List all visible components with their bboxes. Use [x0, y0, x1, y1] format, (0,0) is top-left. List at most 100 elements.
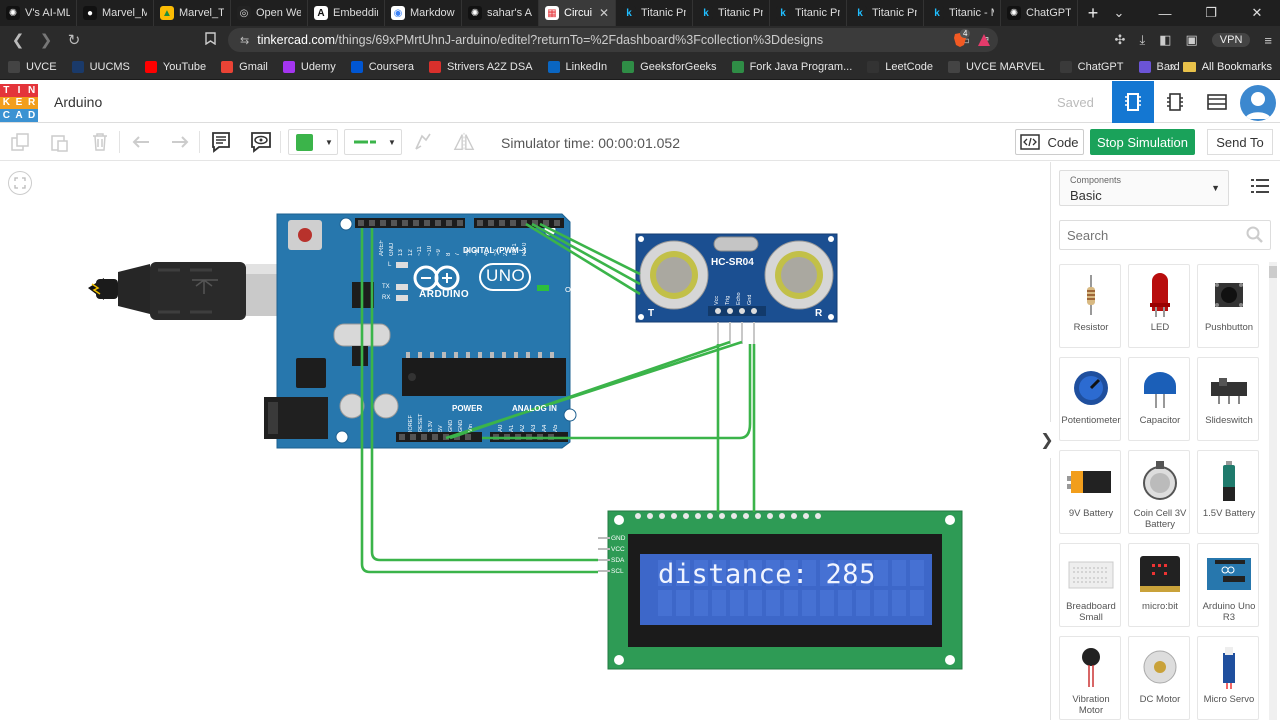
component-card[interactable]: Arduino Uno R3 — [1197, 543, 1259, 627]
project-title[interactable]: Arduino — [54, 94, 103, 110]
browser-tab[interactable]: ●Marvel_M — [77, 0, 154, 26]
notes-visibility-icon[interactable] — [250, 131, 272, 153]
arduino-uno-board[interactable] — [264, 213, 577, 449]
chevron-down-icon[interactable]: ⌄ — [1113, 5, 1125, 20]
wallet-icon[interactable]: ▣ — [1185, 32, 1198, 47]
collapse-panel-button[interactable]: ❯ — [1040, 422, 1054, 458]
bookmark-item[interactable]: UUCMS — [71, 60, 130, 73]
component-card[interactable]: micro:bit — [1128, 543, 1190, 627]
bookmark-icon[interactable] — [196, 31, 224, 49]
brave-rewards-icon[interactable] — [976, 32, 992, 48]
component-card[interactable]: Resistor — [1059, 264, 1121, 348]
redo-icon[interactable] — [169, 131, 191, 153]
wire-color-picker[interactable]: ▼ — [288, 129, 338, 155]
rotate-icon[interactable] — [412, 131, 434, 153]
site-info-icon[interactable]: ⇆ — [240, 34, 250, 47]
fit-view-button[interactable] — [8, 171, 32, 195]
component-search[interactable] — [1059, 220, 1271, 250]
browser-tab[interactable]: ▦Circui✕ — [539, 0, 616, 26]
stop-simulation-button[interactable]: Stop Simulation — [1090, 129, 1195, 155]
browser-tab[interactable]: ◉Markdown — [385, 0, 462, 26]
component-card[interactable]: Breadboard Small — [1059, 543, 1121, 627]
delete-icon[interactable] — [89, 131, 111, 153]
all-bookmarks-button[interactable]: All Bookmarks — [1182, 61, 1272, 73]
flip-icon[interactable] — [453, 131, 475, 153]
component-card[interactable]: Vibration Motor — [1059, 636, 1121, 720]
reload-icon[interactable]: ↻ — [67, 32, 81, 49]
maximize-icon[interactable]: ❐ — [1205, 5, 1217, 20]
component-card[interactable]: Capacitor — [1128, 357, 1190, 441]
browser-tab[interactable]: ✺ChatGPT — [1001, 0, 1078, 26]
search-input[interactable] — [1060, 221, 1240, 249]
code-button[interactable]: Code — [1015, 129, 1084, 155]
component-card[interactable]: Micro Servo — [1197, 636, 1259, 720]
undo-icon[interactable] — [130, 131, 152, 153]
bookmark-item[interactable]: UVCE MARVEL — [947, 60, 1045, 73]
component-card[interactable]: Pushbutton — [1197, 264, 1259, 348]
user-avatar[interactable] — [1240, 85, 1276, 121]
bookmark-item[interactable]: YouTube — [144, 60, 206, 73]
send-to-button[interactable]: Send To — [1207, 129, 1273, 155]
bookmark-item[interactable]: Bard — [1138, 60, 1180, 73]
component-card[interactable]: 9V Battery — [1059, 450, 1121, 534]
led-icon — [1136, 271, 1184, 319]
close-tab-icon[interactable]: ✕ — [598, 6, 609, 20]
panel-scrollbar[interactable] — [1269, 262, 1277, 720]
list-view-icon[interactable] — [1251, 178, 1269, 194]
url-field[interactable]: ⇆ tinkercad.com/things/69xPMrtUhnJ-ardui… — [228, 28, 998, 52]
bookmark-item[interactable]: Coursera — [350, 60, 414, 73]
extensions-icon[interactable]: ✣ — [1114, 32, 1126, 47]
globe-icon: ◎ — [237, 6, 251, 20]
browser-tab[interactable]: ✺V's AI-ML — [0, 0, 77, 26]
component-card[interactable]: 1.5V Battery — [1197, 450, 1259, 534]
component-card[interactable]: Coin Cell 3V Battery — [1128, 450, 1190, 534]
wire-type-picker[interactable]: ▼ — [344, 129, 402, 155]
bookmark-item[interactable]: LeetCode — [867, 60, 933, 73]
component-card[interactable]: LED — [1128, 264, 1190, 348]
bookmark-item[interactable]: Strivers A2Z DSA — [428, 60, 533, 73]
browser-tab[interactable]: ◎Open Wea — [231, 0, 308, 26]
circuit-view-button[interactable] — [1112, 81, 1154, 123]
schematic-view-button[interactable] — [1154, 81, 1196, 123]
bookmark-item[interactable]: Gmail — [221, 60, 268, 73]
bookmark-item[interactable]: LinkedIn — [547, 60, 607, 73]
brave-shields[interactable]: 4 — [952, 29, 992, 48]
components-dropdown[interactable]: Components Basic ▼ — [1059, 170, 1229, 206]
bookmark-item[interactable]: Fork Java Program... — [731, 60, 852, 73]
hc-sr04-sensor[interactable] — [635, 233, 838, 344]
menu-icon[interactable]: ≡ — [1264, 32, 1272, 48]
component-list-button[interactable] — [1196, 81, 1238, 123]
lcd-16x2[interactable] — [598, 510, 963, 670]
notes-icon[interactable] — [210, 131, 232, 153]
component-card[interactable]: DC Motor — [1128, 636, 1190, 720]
wires[interactable] — [360, 222, 756, 574]
back-icon[interactable]: ❮ — [11, 32, 25, 49]
sidebar-icon[interactable]: ◧ — [1159, 32, 1172, 47]
new-tab-button[interactable]: + — [1087, 2, 1099, 23]
downloads-icon[interactable]: ⤓ — [1139, 32, 1146, 47]
minimize-icon[interactable]: — — [1158, 5, 1172, 21]
copy-icon[interactable] — [9, 131, 31, 153]
bookmark-item[interactable]: Udemy — [282, 60, 336, 73]
forward-icon[interactable]: ❯ — [39, 32, 53, 49]
browser-tab[interactable]: ✺sahar's AI — [462, 0, 539, 26]
browser-tab[interactable]: ▲Marvel_Ta — [154, 0, 231, 26]
component-card[interactable]: Potentiometer — [1059, 357, 1121, 441]
component-card[interactable]: Slideswitch — [1197, 357, 1259, 441]
close-icon[interactable]: ✕ — [1251, 5, 1263, 20]
bookmarks-more-button[interactable]: » — [1169, 59, 1176, 74]
bookmark-item[interactable]: GeeksforGeeks — [622, 60, 717, 73]
scroll-up-arrow[interactable] — [1269, 266, 1277, 278]
vpn-button[interactable]: VPN — [1211, 33, 1251, 47]
bookmark-item[interactable]: UVCE — [8, 60, 57, 73]
bookmark-item[interactable]: ChatGPT — [1059, 60, 1124, 73]
paste-icon[interactable] — [48, 131, 70, 153]
